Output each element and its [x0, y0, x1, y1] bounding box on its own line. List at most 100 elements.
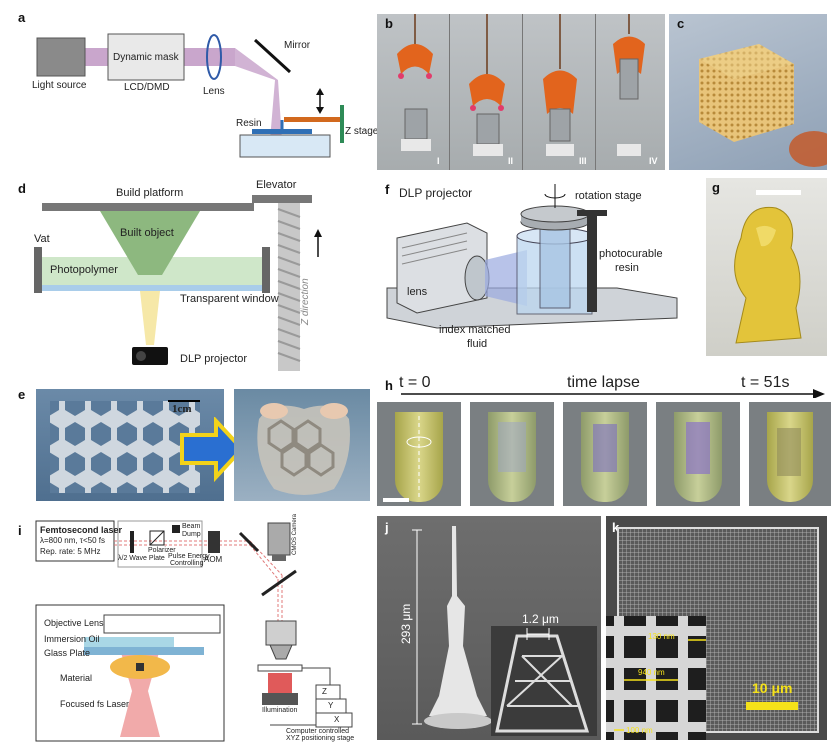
- e-scale-label: 1cm: [172, 403, 192, 415]
- gripper-open: [397, 44, 433, 74]
- beam-dump-label-1: Beam: [182, 523, 201, 530]
- stretched-honeycomb-photo: [234, 389, 370, 501]
- panel-i: i: [0, 514, 375, 743]
- panel-label-b: b: [385, 16, 393, 31]
- panel-d: d Build platform Elevator Bui: [0, 175, 375, 375]
- build-plate: [252, 129, 312, 134]
- built-object-label: Built object: [120, 227, 174, 239]
- t-start-label: t = 0: [399, 374, 431, 391]
- vial-frame-3: [563, 402, 647, 506]
- panel-j-sem: j 293 μm 1.2 μm: [377, 516, 601, 740]
- axis-y-label: Y: [328, 701, 334, 710]
- panel-label-k: k: [612, 520, 620, 535]
- panel-e: e 1cm: [0, 385, 375, 505]
- z-direction-label: Z direction: [300, 278, 311, 325]
- light-source-label: Light source: [32, 80, 87, 91]
- laser-title: Femtosecond laser: [40, 525, 123, 535]
- wave-plate-label: λ/2 Wave Plate: [118, 555, 165, 562]
- immersion-oil-label: Immersion Oil: [44, 634, 100, 644]
- panel-a-diagram: [36, 33, 344, 158]
- panel-label-h: h: [385, 378, 393, 393]
- f-lens-label: lens: [407, 286, 428, 298]
- panel-label-c: c: [677, 16, 685, 31]
- width-label: 1.2 μm: [522, 612, 559, 626]
- time-lapse-label: time lapse: [567, 374, 640, 391]
- build-platform-label: Build platform: [116, 187, 184, 199]
- dynamic-mask-label: Dynamic mask: [113, 52, 179, 63]
- stage-label-1: I: [437, 156, 440, 166]
- transparent-window-label: Transparent window: [180, 293, 279, 305]
- axis-x-label: X: [334, 715, 340, 724]
- process-arrow: [180, 417, 245, 483]
- laser-line-2: Rep. rate: 5 MHz: [40, 547, 101, 556]
- panel-label-j: j: [385, 520, 389, 535]
- z-arm: [284, 117, 342, 122]
- stage-label-line-2: XYZ positioning stage: [286, 735, 355, 742]
- beam-dump-label-2: Dump: [182, 531, 201, 538]
- lens-shape: [206, 34, 222, 80]
- k-scale-label: 10 μm: [752, 680, 793, 696]
- objective-lens-label: Objective Lens: [44, 618, 104, 628]
- panel-f: f DLP projector rotation stage photocura…: [377, 178, 702, 358]
- panel-b-photo: b I II III IV: [377, 14, 665, 170]
- elevator-screw: [278, 203, 300, 371]
- projection-cone: [140, 291, 160, 345]
- lcd-dmd-label: LCD/DMD: [124, 82, 170, 93]
- panel-a: a Light source Dynamic mask LCD/DMD Lens…: [0, 0, 379, 165]
- stage-label-3: III: [579, 156, 587, 166]
- laser-line-1: λ=800 nm, τ<50 fs: [40, 536, 105, 545]
- aom-label: AOM: [204, 555, 223, 564]
- scale-bar-h: [383, 498, 409, 502]
- tower-structure: [429, 526, 487, 716]
- pulse-energy-label-2: Controlling: [170, 560, 204, 567]
- dynamic-mask-box: [107, 33, 185, 81]
- material-label: Material: [60, 673, 93, 683]
- thinker-statue: [734, 206, 802, 344]
- z-stage-bar: [340, 105, 344, 143]
- dlp-projector-label: DLP projector: [180, 353, 248, 365]
- stage-label-line-1: Computer controlled: [286, 728, 350, 735]
- vial-frame-2: [470, 402, 554, 506]
- illumination-label: Illumination: [262, 707, 298, 714]
- pulse-energy-label-1: Pulse Energy: [168, 553, 210, 560]
- t-end-label: t = 51s: [741, 374, 790, 391]
- panel-c-photo: c: [669, 14, 827, 170]
- two-photon-setup: [35, 520, 353, 742]
- axis-z-label: Z: [322, 687, 327, 696]
- scale-bar-k: [746, 702, 798, 710]
- build-platform-bar: [42, 203, 254, 211]
- z-stage-label: Z stage: [345, 126, 379, 137]
- panel-label-e: e: [18, 387, 26, 402]
- glass-plate-label: Glass Plate: [44, 648, 91, 658]
- panel-label-a: a: [18, 10, 26, 25]
- panel-label-g: g: [712, 180, 720, 195]
- photocurable-label-1: photocurable: [599, 248, 663, 260]
- mirror-label: Mirror: [284, 40, 311, 51]
- rotation-stage-label: rotation stage: [575, 190, 642, 202]
- stage-label-4: IV: [649, 156, 658, 166]
- vial-frame-4: [656, 402, 740, 506]
- lens-label: Lens: [203, 86, 225, 97]
- dim-130nm: 130 nm: [648, 632, 675, 641]
- dim-100nm: 100 nm: [626, 726, 653, 735]
- panel-label-f: f: [385, 182, 390, 197]
- focused-laser-label: Focused fs Laser: [60, 699, 130, 709]
- polarizer-label: Polarizer: [148, 547, 176, 554]
- time-arrow: [401, 389, 825, 398]
- vial-frame-5: [749, 402, 831, 506]
- mirror-shape: [253, 38, 292, 74]
- photopolymer-label: Photopolymer: [50, 264, 118, 276]
- index-matched-label-1: index matched: [439, 324, 511, 336]
- light-source-box: [36, 37, 86, 77]
- height-label: 293 μm: [399, 603, 413, 644]
- dim-940nm: 940 nm: [638, 668, 665, 677]
- panel-k-sem: k 130 nm 940 nm 100 nm 10 μm: [606, 516, 827, 740]
- elevator-label: Elevator: [256, 179, 297, 191]
- stage-label-2: II: [508, 156, 514, 166]
- transparent-window: [42, 285, 262, 291]
- f-dlp-projector-label: DLP projector: [399, 186, 473, 200]
- vat-label: Vat: [34, 233, 50, 245]
- honeycomb-lattice: [50, 401, 200, 493]
- panel-label-i: i: [18, 523, 22, 538]
- resin-vat: [239, 134, 331, 158]
